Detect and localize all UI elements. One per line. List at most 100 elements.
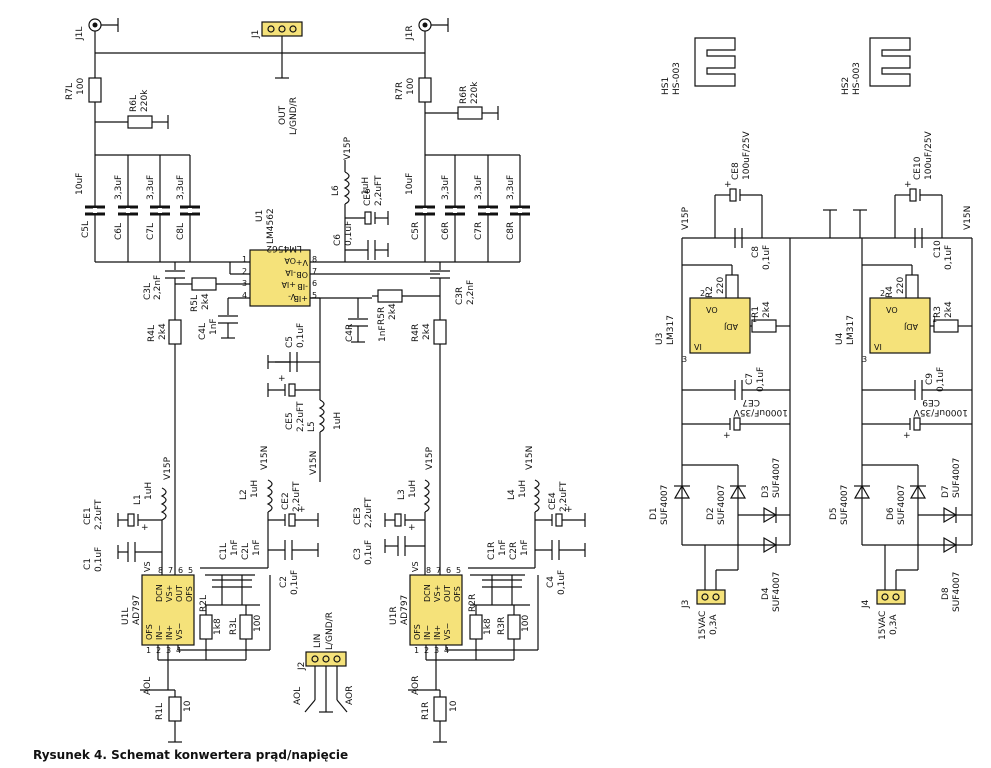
diode-d8-icon bbox=[943, 536, 958, 554]
opamp-u1-lm4562: OA -IA +IA V- V+ OB -IB +IB LM4562 U1 LM… bbox=[229, 208, 440, 307]
c3-value: 0,1uF bbox=[364, 540, 374, 565]
resistor-r2 bbox=[725, 274, 739, 300]
l2-net: V15N bbox=[260, 446, 270, 470]
c8r-value: 3,3uF bbox=[506, 175, 516, 200]
hs2-ref: HS2 bbox=[841, 77, 851, 95]
resistor-r4l bbox=[168, 319, 182, 345]
left-capacitor-bank: 10uF C5L 3,3uF C6L 3,3uF C7L 3,3uF C8L bbox=[75, 154, 250, 263]
input-header-j2: J2 LIN L/GND/R AOL AOR bbox=[293, 612, 355, 713]
inductor-l3 bbox=[423, 479, 430, 513]
ce10-value: 100uF/25V bbox=[924, 130, 934, 180]
ic-u4-lm317 bbox=[869, 297, 931, 354]
inductor-l4 bbox=[533, 479, 540, 513]
c7-ref: C7 bbox=[745, 373, 755, 385]
u3-pin-adj: ADJ bbox=[724, 322, 738, 331]
u3-pin-vi: VI bbox=[694, 343, 702, 352]
u1-pin-ob: OB bbox=[296, 270, 308, 279]
diode-d3-icon bbox=[763, 506, 778, 524]
u1l-pin-5: 5 bbox=[188, 566, 193, 575]
c7-value: 0,1uF bbox=[756, 367, 766, 392]
u1r-part: AD797 bbox=[400, 595, 410, 625]
u3-ref: U3 bbox=[655, 333, 665, 345]
c6-value: 0,1uF bbox=[344, 221, 354, 246]
d2-part: SUF4007 bbox=[717, 485, 727, 525]
c5r-ref: C5R bbox=[411, 222, 421, 240]
u1-part-side: LM4562 bbox=[266, 208, 276, 244]
r7l-value: 100 bbox=[76, 78, 86, 95]
d7-part: SUF4007 bbox=[952, 458, 962, 498]
resistor-r6r bbox=[457, 106, 483, 120]
u1-pin-8: 8 bbox=[312, 255, 317, 264]
ce5-ref: CE5 bbox=[285, 412, 295, 430]
l1-value: 1uH bbox=[144, 482, 154, 500]
resistor-r3r bbox=[507, 614, 521, 640]
u1r-pin-dcn: DCN bbox=[423, 584, 432, 602]
v15p-rail-label: V15P bbox=[681, 206, 691, 230]
resistor-r4 bbox=[905, 274, 919, 300]
u1-pin-1: 1 bbox=[242, 255, 247, 264]
svg-text:+: + bbox=[278, 374, 286, 384]
j2-text: LIN bbox=[313, 634, 323, 648]
r2l-value: 1k8 bbox=[213, 618, 223, 635]
u1r-pin-ofs-left: OFS bbox=[413, 624, 422, 640]
c3r-value: 2,2nF bbox=[466, 280, 476, 305]
r1-value: 2k4 bbox=[762, 301, 772, 318]
r1r-value: 10 bbox=[449, 700, 459, 712]
d7-ref: D7 bbox=[941, 485, 951, 498]
u4-pin-2: 2 bbox=[880, 289, 885, 298]
resistor-r1l bbox=[168, 696, 182, 722]
j4-ref: J4 bbox=[861, 599, 871, 609]
diode-d6-icon bbox=[909, 484, 927, 499]
resistor-r7r bbox=[418, 77, 432, 103]
c7l-value: 3,3uF bbox=[146, 175, 156, 200]
ce6-value: 2,2uFT bbox=[374, 175, 384, 206]
u1l-part: AD797 bbox=[132, 595, 142, 625]
right-channel-ad797: V15P L3 1uH + CE3 2,2uFT C3 0,1uF OFS IN… bbox=[353, 446, 586, 743]
c10-value: 0,1uF bbox=[944, 245, 954, 270]
d3-ref: D3 bbox=[761, 485, 771, 498]
d6-ref: D6 bbox=[886, 507, 896, 520]
u1l-pin-vs-minus: VS− bbox=[175, 623, 184, 640]
c5l-ref: C5L bbox=[81, 221, 91, 238]
c7r-ref: C7R bbox=[474, 222, 484, 240]
u4-pin-vo: VO bbox=[886, 306, 898, 315]
c2l-ref: C2L bbox=[241, 543, 251, 560]
d5-part: SUF4007 bbox=[840, 485, 850, 525]
ce10-ref: CE10 bbox=[913, 156, 923, 180]
u1l-ref: U1L bbox=[121, 608, 131, 625]
l4-value: 1uH bbox=[518, 480, 528, 498]
heatsink-hs1-icon bbox=[694, 37, 736, 87]
c5r-value: 10uF bbox=[405, 173, 415, 195]
c8l-ref: C8L bbox=[176, 223, 186, 240]
right-feedback: C3R 2,2nF R5R 2k4 C4R 1nF R4R 2k4 bbox=[345, 262, 476, 575]
d3-part: SUF4007 bbox=[772, 458, 782, 498]
u1r-pin-vs-plus: VS+ bbox=[433, 585, 442, 602]
l6-value: 1uH bbox=[361, 177, 371, 195]
svg-text:+: + bbox=[565, 505, 573, 515]
c6-ref: C6 bbox=[333, 234, 343, 246]
resistor-r2l bbox=[199, 614, 213, 640]
c4-value: 0,1uF bbox=[557, 570, 567, 595]
c2-ref: C2 bbox=[279, 576, 289, 588]
c2r-ref: C2R bbox=[509, 542, 519, 560]
r6l-value: 220k bbox=[140, 89, 150, 112]
c1r-ref: C1R bbox=[487, 542, 497, 560]
u4-ref: U4 bbox=[835, 332, 845, 345]
d1-ref: D1 bbox=[649, 507, 659, 520]
u1-pin-vminus: V- bbox=[288, 292, 296, 301]
c6r-value: 3,3uF bbox=[441, 175, 451, 200]
r1l-ref: R1L bbox=[155, 703, 165, 720]
u1r-pin-8: 8 bbox=[426, 566, 431, 575]
c5l-value: 10uF bbox=[75, 173, 85, 195]
u1-negative-supply: C5 0,1uF + CE5 2,2uFT L5 1uH V15N bbox=[267, 297, 343, 482]
r6r-value: 220k bbox=[470, 81, 480, 104]
j3-value: 15VAC bbox=[698, 611, 708, 640]
c1l-value: 1nF bbox=[230, 539, 240, 556]
svg-text:+: + bbox=[723, 431, 731, 441]
u1-pin-6: 6 bbox=[312, 279, 317, 288]
d2-ref: D2 bbox=[706, 507, 716, 520]
u1-pin-inb-plus: +IB bbox=[293, 294, 308, 303]
u1-pin-oa: OA bbox=[284, 256, 296, 265]
c3-ref: C3 bbox=[353, 548, 363, 560]
u1-part: LM4562 bbox=[266, 243, 302, 253]
